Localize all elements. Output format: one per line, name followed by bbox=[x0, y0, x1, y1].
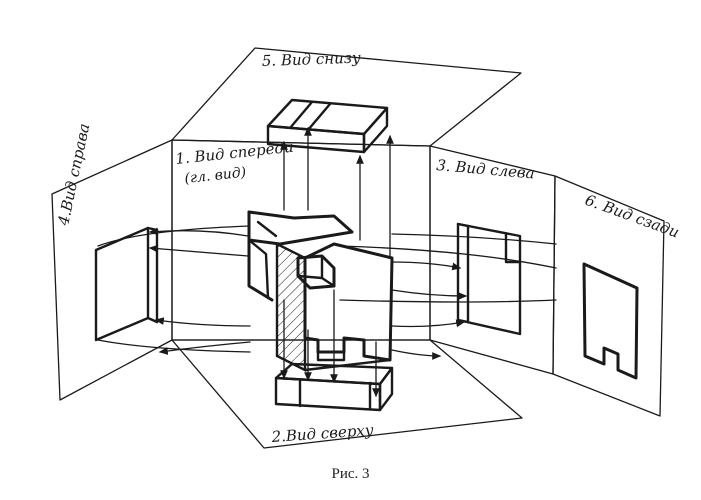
label-left-view: 3. Вид слева bbox=[436, 156, 536, 183]
label-front-view-sub: (гл. вид) bbox=[184, 165, 247, 187]
plane-left-view bbox=[429, 145, 556, 375]
projection-back bbox=[582, 262, 639, 380]
figure-caption: Рис. 3 bbox=[331, 466, 370, 482]
label-top-view: 2.Вид сверху bbox=[270, 421, 374, 446]
projection-right bbox=[94, 226, 159, 342]
label-back-view: 6. Вид сзади bbox=[583, 191, 682, 242]
label-bottom-view: 5. Вид снизу bbox=[262, 49, 362, 70]
planes bbox=[51, 47, 665, 449]
plane-back-view bbox=[552, 175, 665, 417]
label-right-view: 4.Вид справа bbox=[54, 122, 93, 228]
main-object bbox=[247, 210, 394, 372]
projection-top bbox=[274, 362, 394, 412]
projection-left bbox=[456, 222, 522, 336]
projection-bottom bbox=[266, 98, 389, 154]
label-front-view: 1. Вид спереди bbox=[175, 138, 295, 168]
projection-lines bbox=[97, 126, 557, 398]
